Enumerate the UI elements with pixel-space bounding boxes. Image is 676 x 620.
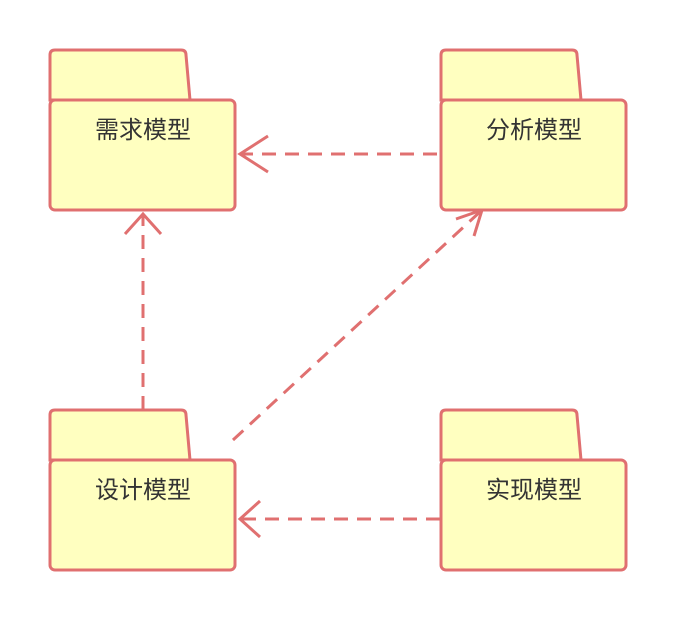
dependency-implementation-to-design bbox=[237, 499, 440, 539]
package-body bbox=[48, 98, 237, 212]
package-body bbox=[439, 98, 628, 212]
package-body bbox=[439, 458, 628, 572]
dependency-design-to-analysis bbox=[231, 207, 485, 442]
package-design[interactable]: 设计模型 bbox=[48, 408, 237, 572]
package-label: 分析模型 bbox=[486, 116, 582, 144]
package-tab bbox=[48, 48, 192, 102]
package-body bbox=[48, 458, 237, 572]
package-requirements[interactable]: 需求模型 bbox=[48, 48, 237, 212]
package-label: 实现模型 bbox=[486, 476, 582, 504]
dependency-design-to-requirements bbox=[123, 211, 163, 410]
package-label: 设计模型 bbox=[95, 476, 191, 504]
package-tab bbox=[439, 48, 583, 102]
package-tab bbox=[439, 408, 583, 462]
package-tab bbox=[48, 408, 192, 462]
dependency-analysis-to-requirements bbox=[237, 134, 437, 174]
package-label: 需求模型 bbox=[95, 116, 191, 144]
package-analysis[interactable]: 分析模型 bbox=[439, 48, 628, 212]
package-implementation[interactable]: 实现模型 bbox=[439, 408, 628, 572]
